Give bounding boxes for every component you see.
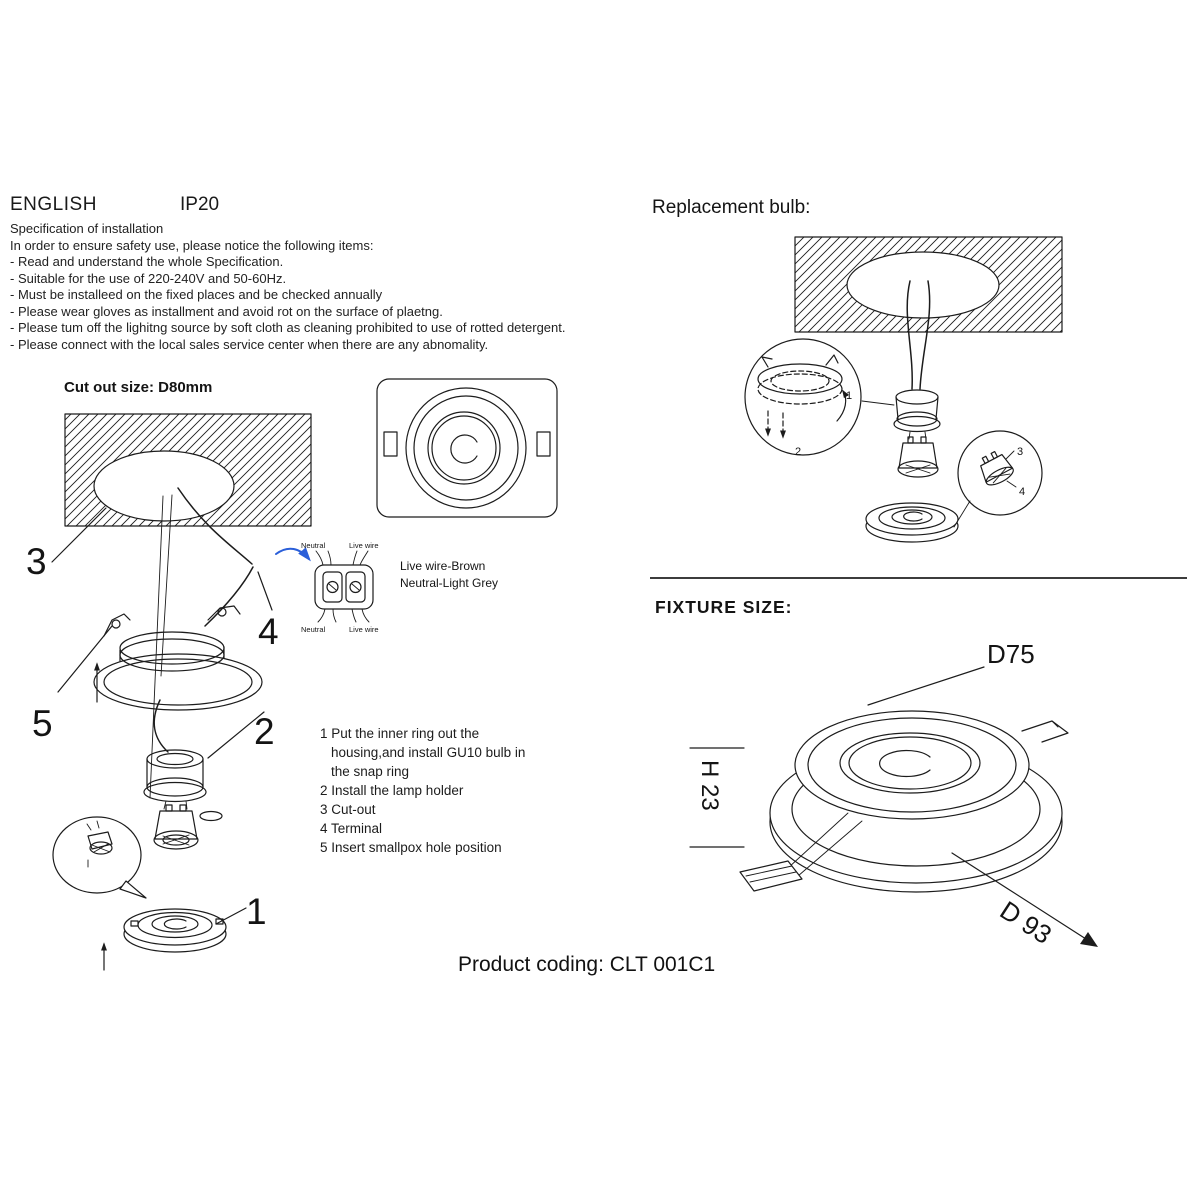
bulb-callout-bubble <box>52 816 147 899</box>
supply-wire <box>177 487 253 565</box>
hanging-wire <box>906 280 913 390</box>
replacement-callout-2: 2 <box>795 446 801 458</box>
callout-4-leader <box>257 571 273 611</box>
installation-diagram: Cut out size: D80mm 3 4 Neutral Live wir… <box>26 378 558 971</box>
mounting-ring-drawing <box>93 605 263 711</box>
spec-intro: In order to ensure safety use, please no… <box>10 237 374 253</box>
ip-rating-label: IP20 <box>180 194 220 215</box>
spec-item: - Suitable for the use of 220-240V and 5… <box>10 270 287 286</box>
live-label-bottom: Live wire <box>349 625 379 634</box>
callout-5-leader <box>57 625 113 693</box>
neutral-label-top: Neutral <box>301 541 326 550</box>
step-line: the snap ring <box>331 764 410 779</box>
ceiling-cutout-drawing <box>64 413 312 527</box>
spec-item: - Read and understand the whole Specific… <box>10 254 284 269</box>
rotate-arrow <box>836 389 850 422</box>
cutout-size-label: Cut out size: D80mm <box>64 379 212 396</box>
axis-line <box>160 494 173 677</box>
callout-1: 1 <box>246 891 267 932</box>
callout-4: 4 <box>258 611 279 652</box>
callout-3-leader <box>51 507 107 563</box>
washer-drawing <box>199 810 223 822</box>
lamp-holder-drawing <box>893 389 941 440</box>
callout-5: 5 <box>32 703 53 744</box>
callout-2: 2 <box>254 711 275 752</box>
language-label: ENGLISH <box>10 194 97 215</box>
terminal-pointer-arrow <box>275 547 311 562</box>
live-label-top: Live wire <box>349 541 379 550</box>
replacement-callout-1: 1 <box>846 390 852 402</box>
callout-1-leader <box>215 907 247 925</box>
fixture-3d-drawing <box>739 710 1069 893</box>
step-line: 3 Cut-out <box>320 802 376 817</box>
hanging-wire <box>919 280 931 390</box>
step-line: 5 Insert smallpox hole position <box>320 840 502 855</box>
spec-title: Specification of installation <box>10 221 164 236</box>
fixture-top-view <box>376 378 558 518</box>
remove-ring-detail: 1 2 <box>744 338 862 458</box>
terminal-block-detail: Neutral Live wire Neutral Live wire <box>275 541 379 634</box>
install-steps: 1 Put the inner ring out the housing,and… <box>320 724 525 857</box>
replacement-callout-4: 4 <box>1019 486 1025 498</box>
axis-line <box>149 495 164 799</box>
fixture-wire <box>204 566 254 627</box>
step-line: 4 Terminal <box>320 821 383 836</box>
dim-d75-leader <box>867 666 985 706</box>
fixture-size-title: FIXTURE SIZE: <box>655 597 792 617</box>
product-coding: Product coding: CLT 001C1 <box>458 953 716 976</box>
detail-leader <box>953 500 971 528</box>
bulb-detail: 3 4 <box>957 430 1043 516</box>
fixture-size-diagram: FIXTURE SIZE: D75 H 23 D 93 <box>655 597 1098 950</box>
neutral-label-bottom: Neutral <box>301 625 326 634</box>
section-divider <box>650 577 1187 579</box>
spec-item: - Please connect with the local sales se… <box>10 336 489 352</box>
callout-2-leader <box>207 711 265 759</box>
gu10-bulb-drawing <box>897 436 939 478</box>
lamp-holder-drawing <box>143 749 207 810</box>
spec-block: Specification of installation In order t… <box>10 221 565 353</box>
step-line: 1 Put the inner ring out the <box>320 726 480 741</box>
spec-item: - Please tum off the lighitng source by … <box>10 320 566 335</box>
dim-d75-label: D75 <box>987 639 1035 669</box>
holder-cord <box>153 699 169 753</box>
dim-d93-arrowhead <box>1080 932 1098 947</box>
step-line: 2 Install the lamp holder <box>320 783 464 798</box>
wire-color-note-1: Live wire-Brown <box>400 559 485 573</box>
spec-item: - Please wear gloves as installment and … <box>10 303 443 319</box>
dim-d93-label: D 93 <box>995 895 1057 950</box>
wire-color-note-2: Neutral-Light Grey <box>400 576 498 590</box>
gu10-bulb-drawing <box>153 804 199 850</box>
step-line: housing,and install GU10 bulb in <box>331 745 526 760</box>
dim-d93-arrow-shaft <box>951 852 1087 940</box>
callout-3: 3 <box>26 541 47 582</box>
replacement-bulb-diagram: Replacement bulb: <box>652 197 1063 543</box>
replacement-callout-3: 3 <box>1017 446 1023 458</box>
spec-item: - Must be installeed on the fixed places… <box>10 287 383 302</box>
dim-h-label: H 23 <box>696 760 723 811</box>
replacement-title: Replacement bulb: <box>652 197 810 218</box>
detail-leader <box>861 400 895 406</box>
fixture-ring-drawing <box>865 502 959 543</box>
assembled-fixture-drawing <box>123 908 227 953</box>
